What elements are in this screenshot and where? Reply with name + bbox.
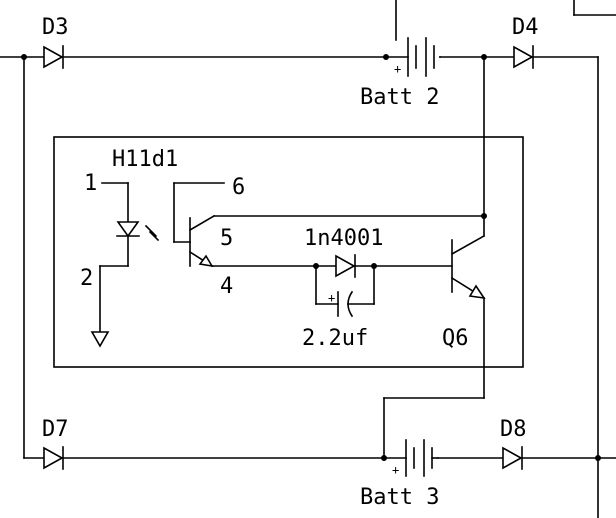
q6-label: Q6 [442,326,469,351]
junction-dot [21,54,27,60]
junction-dot [383,54,389,60]
cap-label: 2.2uf [302,326,368,351]
bottom-rail-wires [23,397,616,459]
d3-label: D3 [42,15,69,40]
junction-dot [481,213,487,219]
diode-label: 1n4001 [304,226,383,251]
pin-4-label: 4 [220,274,233,299]
pin-6-label: 6 [232,175,245,200]
pin-1-label: 1 [84,171,97,196]
d4-label: D4 [512,15,539,40]
diode-d8 [502,446,523,470]
pin-2-label: 2 [80,266,93,291]
batt3-label: Batt 3 [360,485,439,510]
opto-label: H11d1 [112,147,178,172]
opto-phototransistor [173,182,485,268]
diode-1n4001 [335,254,453,278]
battery-batt2 [407,37,441,77]
transistor-q6 [450,56,486,399]
battery-batt3 [405,439,439,477]
d7-label: D7 [42,417,69,442]
pin-5-label: 5 [220,226,233,251]
light-emission-icon [144,224,160,242]
diode-d3 [43,45,64,69]
d8-label: D8 [500,417,527,442]
cap-plus-label: + [328,291,335,305]
junction-dot [381,455,387,461]
opto-module-box [53,136,524,368]
batt2-label: Batt 2 [360,85,439,110]
opto-led [90,182,140,348]
diode-d4 [513,45,534,69]
batt2-plus-label: + [394,62,401,76]
batt3-plus-label: + [392,463,399,477]
junction-dot [595,455,601,461]
capacitor-2-2uf [315,265,375,318]
diode-d7 [43,446,64,470]
